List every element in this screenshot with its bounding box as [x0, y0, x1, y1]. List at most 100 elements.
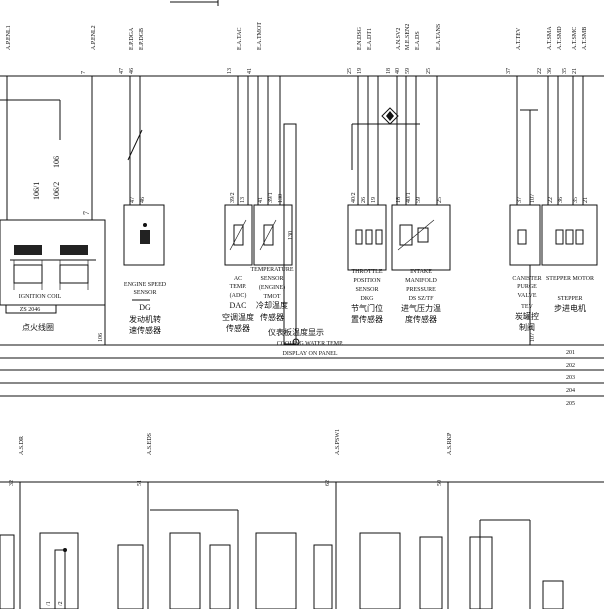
signal-pin: 47 [119, 68, 125, 74]
pin-label: 106/2 [52, 182, 61, 200]
signal-pin: 41 [247, 68, 253, 74]
signal-label: E.P.DGB [139, 28, 145, 50]
signal-pin: 22 [537, 68, 543, 74]
component-name-cn: 进气压力温 [401, 303, 441, 313]
component-name-cn: 速传感器 [129, 325, 161, 335]
component-name-en: THROTTLE [352, 269, 383, 275]
pin-label: 41 [258, 197, 264, 203]
signal-pin: 19 [357, 68, 363, 74]
component-name-en: TEMP. [230, 284, 247, 290]
coil-core-2 [59, 264, 89, 284]
pin-label: 13 [240, 197, 246, 203]
component-name-cn: 传感器 [260, 312, 284, 322]
pin-label: 106 [98, 333, 104, 342]
signal-pin: 7 [81, 71, 87, 74]
pin-label: 106/1 [32, 182, 41, 200]
signal-label: A.T.SMC [572, 27, 578, 50]
coil-core-1 [13, 264, 43, 284]
component-name-en: (ADC) [230, 292, 247, 299]
ac-temp-block [224, 76, 253, 266]
component-name-cn: 置传感器 [351, 314, 383, 324]
component-name-en: SENSOR [355, 287, 378, 293]
stepper-block [541, 76, 598, 266]
pin-label: 18 [396, 197, 402, 203]
lower-signal-pin: 62 [325, 480, 331, 486]
signal-pin: 46 [129, 68, 135, 74]
pin-label: 40/2 [351, 192, 357, 203]
lower-signal-pin: 50 [437, 480, 443, 486]
component-name-en: TEMPERATURE [250, 267, 293, 273]
lower-signal-label: A.S.DR [19, 436, 25, 455]
intake-block [391, 76, 451, 271]
lower-signal-label: A.S.EDS [147, 433, 153, 455]
component-name-cn: 制阀 [519, 322, 535, 332]
signal-label: E.A.TAC [237, 27, 243, 50]
bus-line-label: 201 [566, 350, 575, 356]
coil-winding-1 [14, 245, 42, 255]
pin-label: 39/2 [230, 192, 236, 203]
pin-label: 130 [278, 194, 284, 203]
canister-box [509, 204, 541, 266]
coil-ref-box [5, 304, 57, 314]
component-name-en: VALVE [517, 293, 536, 299]
component-name-cn: 空调温度 [222, 312, 254, 322]
component-name-en: STEPPER MOTOR [546, 276, 594, 282]
lower-signal-pin: 51 [137, 480, 143, 486]
signal-pin: 35 [562, 68, 568, 74]
lower-signal-label: A.S.RKP [447, 432, 453, 455]
signal-label: A.P.ENL1 [6, 25, 12, 50]
lower-signal-pin: 32 [9, 480, 15, 486]
coolant-display-en: COOLING WATER TEMP. [277, 341, 344, 347]
component-name-en: MANIFOLD [405, 278, 437, 284]
signal-pin: 21 [572, 68, 578, 74]
signal-label: A.T.SMA [547, 26, 553, 50]
pin-label: 59 [416, 197, 422, 203]
ac-temp-box [224, 204, 253, 266]
pin-label: 39/1 [268, 192, 274, 203]
pin-label: 22 [548, 197, 554, 203]
signal-label: A.T.TEV [516, 27, 522, 50]
signal-pin: 25 [347, 68, 353, 74]
coil-winding-2 [60, 245, 88, 255]
bus-line-label: 202 [566, 363, 575, 369]
throttle-box [347, 204, 387, 271]
component-name-cn: 点火线圈 [22, 322, 54, 332]
coolant-display-cn: 仪表板温度显示 [268, 327, 324, 337]
component-name-en: PURGE [517, 284, 537, 290]
pin-label: 35 [573, 197, 579, 203]
pin-label: 106 [52, 156, 61, 168]
component-ref: STEPPER [557, 296, 582, 302]
component-name-en: ENGINE SPEED [124, 282, 167, 288]
bus-line-label: 205 [566, 401, 575, 407]
pin-label: 26 [361, 197, 367, 203]
component-name-cn: 炭罐控 [515, 311, 539, 321]
signal-pin: 8 [0, 71, 2, 74]
pin-label: 37 [517, 197, 523, 203]
pin-label: 25 [437, 197, 443, 203]
component-name-cn: 度传感器 [405, 314, 437, 324]
bus-lines [0, 344, 604, 397]
component-name-cn: 传感器 [226, 323, 250, 333]
signal-pin: 25 [426, 68, 432, 74]
temp-sensor-block [253, 76, 300, 346]
signal-label: A.T.SMD [557, 26, 563, 50]
component-ref: DAC [230, 301, 247, 310]
signal-label: E.N.DSG [357, 26, 363, 50]
component-ref: DG [139, 303, 151, 312]
lower-mark: /1 [46, 601, 52, 606]
component-name-en: SENSOR [133, 290, 156, 296]
pin-label: 107 [530, 194, 536, 203]
signal-pin: 36 [547, 68, 553, 74]
component-name-en: INTAKE [410, 269, 432, 275]
engine-speed-block [123, 76, 165, 301]
canister-block [509, 76, 541, 345]
pin-label: 19 [371, 197, 377, 203]
signal-pin: 40 [395, 68, 401, 74]
bus-line-label: 203 [566, 375, 575, 381]
ignition-coil-block [0, 76, 106, 345]
ignition-coil-box [0, 219, 106, 306]
pin-label: 130 [288, 231, 294, 240]
signal-label: E.A.TANS [436, 24, 442, 50]
signal-label: E.P.DGA [129, 27, 135, 50]
